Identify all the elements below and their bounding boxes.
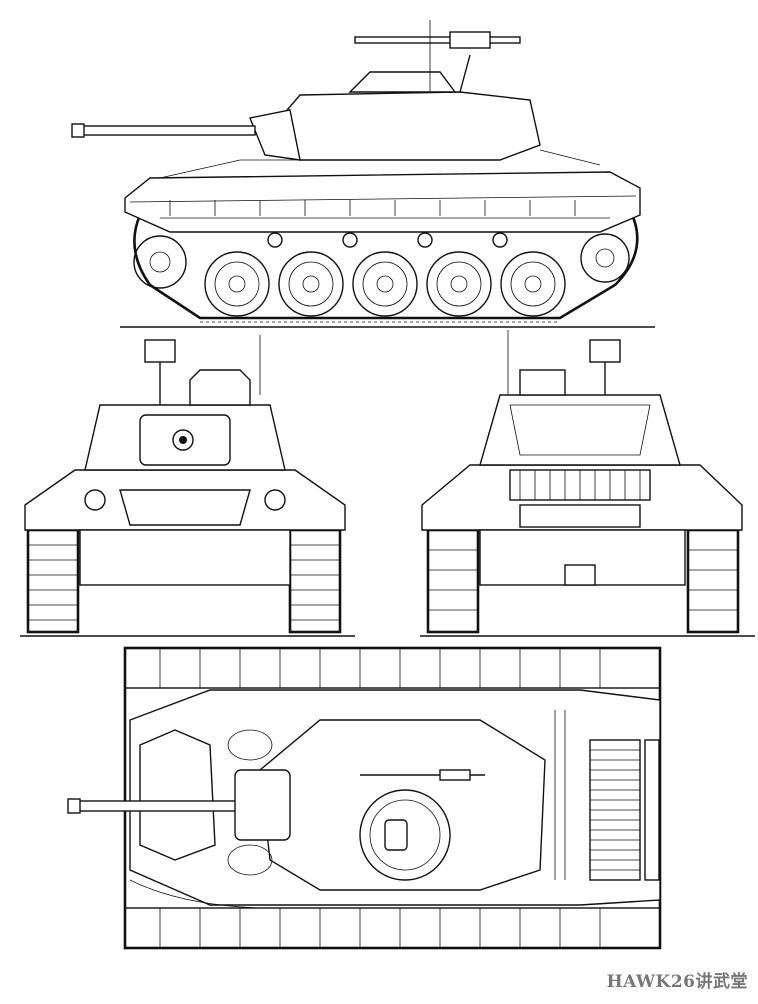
right-headlight [264, 489, 286, 511]
front-lower-hull [79, 529, 291, 586]
idler-wheel [580, 233, 630, 283]
commander-cupola [348, 71, 457, 93]
driver-hatch-plate [139, 729, 216, 861]
tow-hook [564, 564, 596, 586]
main-gun-barrel [79, 125, 256, 136]
drive-sprocket [133, 235, 187, 289]
rear-cupola [519, 369, 566, 396]
mg-mount-post [459, 54, 471, 93]
rear-mesh [644, 739, 660, 881]
watermark: HAWK26讲武堂 [606, 972, 748, 992]
rear-view [420, 330, 755, 637]
rear-mg [589, 339, 621, 363]
return-rollers [267, 232, 508, 248]
fender-bolts [169, 200, 576, 216]
turret [269, 91, 541, 161]
aa-machine-gun [354, 36, 521, 44]
front-cupola [189, 369, 251, 406]
front-view [20, 335, 355, 637]
muzzle [71, 123, 85, 138]
top-left-track [124, 647, 661, 689]
top-right-track [124, 907, 661, 949]
rear-right-track [686, 528, 740, 634]
side-view [71, 20, 655, 328]
hull-fender-line [129, 195, 637, 203]
front-hatch-plate [119, 489, 251, 526]
left-headlight [84, 489, 106, 511]
track-loop [133, 208, 639, 320]
rear-deck [539, 149, 601, 166]
hull [124, 171, 641, 233]
road-wheels [204, 251, 566, 317]
front-mg [144, 339, 176, 363]
rear-left-track [426, 528, 480, 634]
top-mantlet [234, 769, 291, 841]
top-view [67, 646, 662, 950]
front-glacis [159, 159, 300, 179]
rear-turret [479, 394, 681, 466]
rear-mesh-panel [519, 504, 641, 528]
